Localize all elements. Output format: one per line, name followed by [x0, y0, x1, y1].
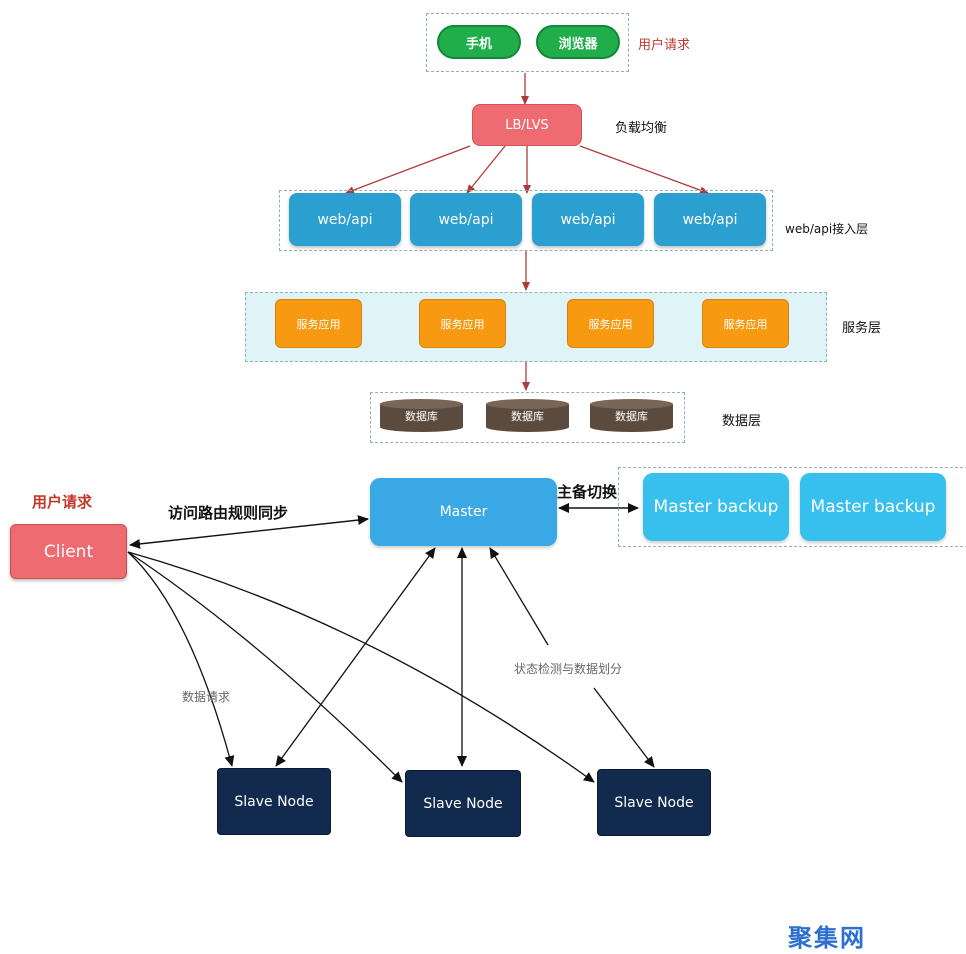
web-api-node-4: web/api: [654, 193, 766, 246]
slave-node-3: Slave Node: [597, 769, 711, 836]
web-api-layer-group: [279, 190, 773, 251]
web-api-node-2: web/api: [410, 193, 522, 246]
master-backup-group: [618, 467, 966, 547]
db-cylinder-1: [380, 399, 463, 432]
service-node-4: 服务应用: [702, 299, 789, 348]
web-api-node-1: web/api: [289, 193, 401, 246]
master-node: Master: [370, 478, 557, 546]
client-node: Client: [10, 524, 127, 579]
master-backup-node-2: Master backup: [800, 473, 946, 541]
data-layer-group: [370, 392, 685, 443]
route-sync-label: 访问路由规则同步: [168, 504, 289, 522]
service-node-3: 服务应用: [567, 299, 654, 348]
database-node-3: 数据库: [615, 410, 648, 423]
database-node-1: 数据库: [405, 410, 438, 423]
web-api-node-3: web/api: [532, 193, 644, 246]
slave-node-2: Slave Node: [405, 770, 521, 837]
service-layer-label: 服务层: [842, 321, 882, 336]
user-request-label-top: 用户请求: [638, 38, 691, 53]
user-request-label-bottom: 用户请求: [32, 493, 93, 511]
arrow-lb-to-web-4: [579, 145, 709, 194]
service-node-2: 服务应用: [419, 299, 506, 348]
browser-client-node: 浏览器: [536, 25, 620, 59]
database-node-2: 数据库: [511, 410, 544, 423]
arrow-client-to-slave-1: [127, 551, 235, 767]
load-balancer-node: LB/LVS: [472, 104, 582, 146]
service-node-1: 服务应用: [275, 299, 362, 348]
arrow-client-master-sync: [129, 515, 369, 549]
db-cylinder-2: [486, 399, 569, 432]
data-layer-label: 数据层: [722, 414, 762, 429]
arrow-lb-to-web-1: [345, 145, 471, 194]
arrow-master-to-slave-3: [593, 687, 655, 768]
watermark-logo: 聚集网: [788, 924, 866, 952]
client-group: [426, 13, 629, 72]
state-detection-label: 状态检测与数据划分: [514, 662, 623, 676]
failover-label: 主备切换: [557, 483, 618, 501]
db-cylinder-3: [590, 399, 673, 432]
load-balancer-label: 负载均衡: [615, 121, 668, 136]
slave-node-1: Slave Node: [217, 768, 331, 835]
master-backup-node-1: Master backup: [643, 473, 789, 541]
arrow-master-slave-1: [275, 547, 436, 767]
arrow-slave-3-to-master: [489, 547, 549, 646]
arrow-client-to-slave-2: [127, 551, 403, 783]
mobile-client-node: 手机: [437, 25, 521, 59]
arrow-lb-to-web-2: [466, 145, 506, 194]
web-api-layer-label: web/api接入层: [785, 222, 869, 236]
data-request-label: 数据请求: [182, 690, 231, 704]
